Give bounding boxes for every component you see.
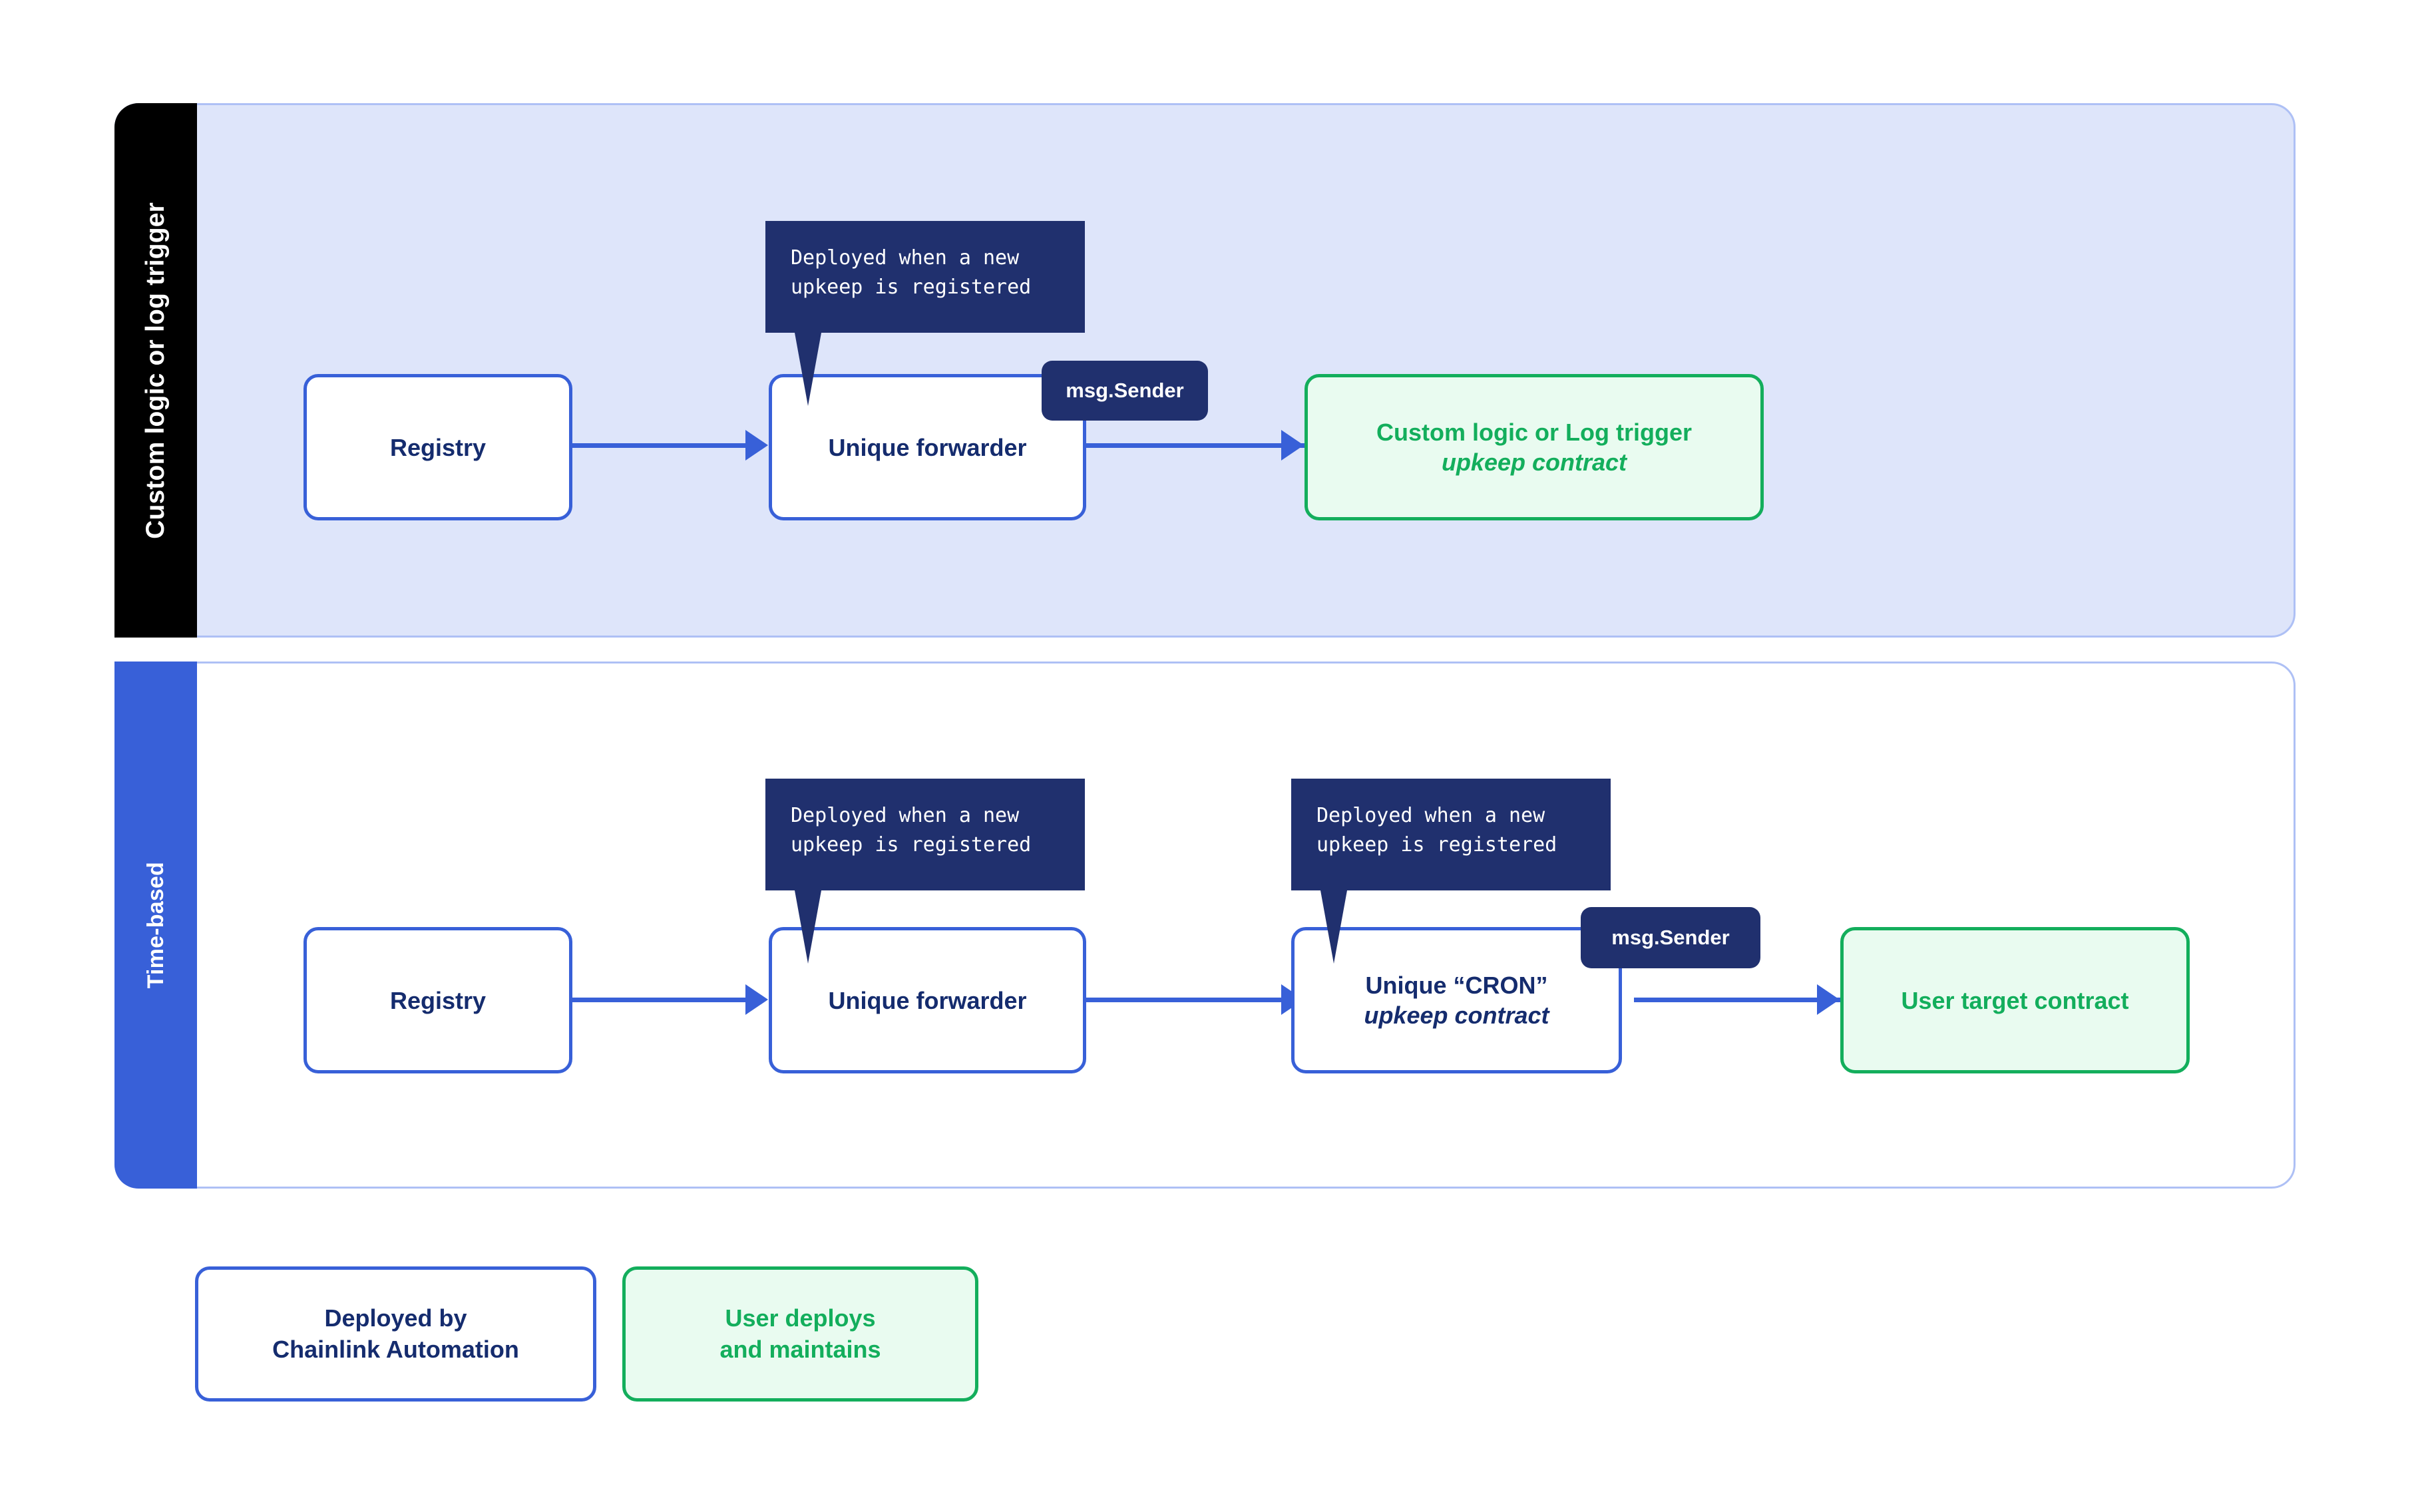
legend-label-line2: and maintains: [719, 1335, 881, 1363]
callout-forwarder-bottom: Deployed when a new upkeep is registered: [765, 779, 1085, 964]
arrowhead-registry-to-forwarder-bottom: [745, 984, 768, 1015]
node-label: Unique forwarder: [828, 433, 1027, 461]
legend-item-user-deploys: User deploys and maintains: [622, 1266, 978, 1402]
callout-line1: Deployed when a new: [791, 246, 1020, 270]
node-label: User target contract: [1901, 986, 2129, 1014]
node-unique-forwarder-top[interactable]: Unique forwarder: [769, 374, 1086, 520]
node-registry-top[interactable]: Registry: [303, 374, 572, 520]
callout-cron-bottom: Deployed when a new upkeep is registered: [1291, 779, 1611, 964]
section-tab-time-based: Time-based: [114, 662, 197, 1189]
section-tab-label: Custom logic or log trigger: [141, 202, 170, 539]
legend-label-line2: Chainlink Automation: [272, 1335, 519, 1363]
section-tab-label: Time-based: [142, 861, 168, 989]
arrowhead-registry-to-forwarder-top: [745, 430, 768, 461]
node-label: Registry: [389, 433, 487, 461]
connector-cron-to-target-bottom: [1634, 998, 1840, 1002]
panel-time-based: [114, 662, 2296, 1189]
connector-forwarder-to-cron-bottom: [1085, 998, 1305, 1002]
connector-registry-to-forwarder-top: [572, 443, 762, 448]
node-label-line2: upkeep contract: [1364, 1002, 1549, 1029]
legend-label-line1: User deploys: [725, 1304, 876, 1332]
callout-tail-icon: [795, 890, 821, 964]
node-user-target-contract-bottom[interactable]: User target contract: [1840, 927, 2190, 1073]
connector-registry-to-forwarder-bottom: [572, 998, 762, 1002]
callout-line2: upkeep is registered: [791, 833, 1032, 856]
callout-line2: upkeep is registered: [1316, 833, 1557, 856]
callout-forwarder-top: Deployed when a new upkeep is registered: [765, 221, 1085, 406]
node-label-line1: Unique “CRON”: [1365, 972, 1548, 999]
node-label-line2: upkeep contract: [1441, 449, 1627, 476]
section-tab-custom-logic-or-log-trigger: Custom logic or log trigger: [114, 103, 197, 638]
node-label: Registry: [389, 986, 487, 1014]
node-unique-forwarder-bottom[interactable]: Unique forwarder: [769, 927, 1086, 1073]
node-upkeep-contract-top[interactable]: Custom logic or Log trigger upkeep contr…: [1305, 374, 1764, 520]
pill-msg-sender-top: msg.Sender: [1042, 361, 1208, 421]
legend-item-deployed-by-chainlink: Deployed by Chainlink Automation: [195, 1266, 596, 1402]
node-cron-upkeep-contract-bottom[interactable]: Unique “CRON” upkeep contract: [1291, 927, 1622, 1073]
callout-tail-icon: [1320, 890, 1347, 964]
node-label: Unique forwarder: [828, 986, 1027, 1014]
pill-label: msg.Sender: [1611, 926, 1730, 949]
arrowhead-forwarder-to-upkeep-top: [1281, 430, 1304, 461]
legend-label-line1: Deployed by: [324, 1304, 467, 1332]
pill-label: msg.Sender: [1066, 379, 1184, 402]
node-registry-bottom[interactable]: Registry: [303, 927, 572, 1073]
callout-line1: Deployed when a new: [1316, 804, 1545, 827]
pill-msg-sender-bottom: msg.Sender: [1581, 907, 1760, 968]
callout-line1: Deployed when a new: [791, 804, 1020, 827]
connector-forwarder-to-upkeep-top: [1085, 443, 1305, 448]
node-label-line1: Custom logic or Log trigger: [1376, 419, 1692, 446]
callout-tail-icon: [795, 333, 821, 406]
callout-line2: upkeep is registered: [791, 275, 1032, 299]
arrowhead-cron-to-target-bottom: [1817, 984, 1840, 1015]
